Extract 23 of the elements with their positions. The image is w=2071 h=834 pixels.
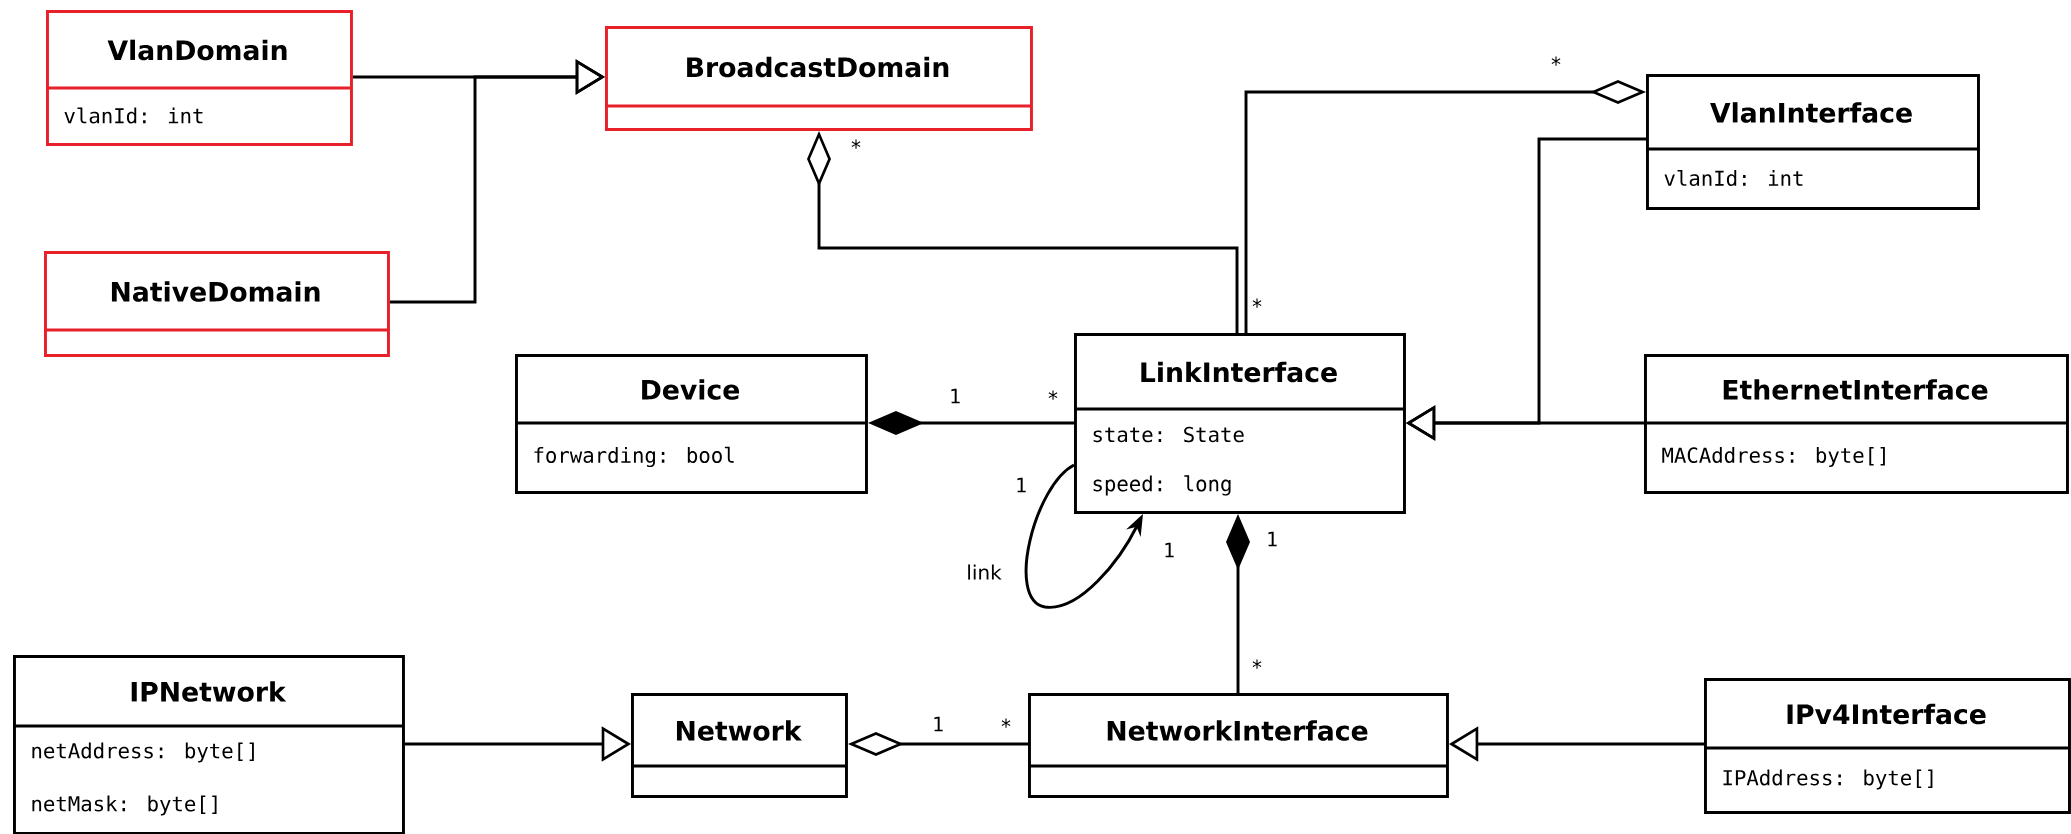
multiplicity: 1 — [934, 716, 943, 732]
multiplicity: 1 — [951, 388, 960, 404]
multiplicity: 1 — [1165, 542, 1174, 558]
multiplicity: * — [1001, 718, 1011, 728]
multiplicity: 1 — [1268, 531, 1277, 547]
multiplicity: * — [1048, 390, 1058, 400]
connector — [1024, 463, 1143, 609]
multiplicity: * — [1252, 659, 1262, 669]
class-box: NetworkInterface — [1028, 693, 1449, 798]
class-box: VlanInterface vlanId: int — [1646, 74, 1980, 210]
class-box: LinkInterface state: State speed: long — [1074, 333, 1406, 514]
class-box: VlanDomain vlanId: int — [46, 10, 353, 146]
class-box: BroadcastDomain — [605, 26, 1033, 131]
class-box: EthernetInterface MACAddress: byte[] — [1644, 354, 2069, 494]
class-box: Device forwarding: bool — [515, 354, 868, 494]
class-box: IPNetwork netAddress: byte[] netMask: byte[] — [13, 655, 405, 834]
multiplicity: 1 — [1017, 477, 1026, 493]
edge-label: link — [965, 563, 1004, 581]
multiplicity: * — [1252, 298, 1262, 308]
multiplicity: * — [1551, 56, 1561, 66]
class-box: IPv4Interface IPAddress: byte[] — [1704, 678, 2071, 814]
class-box: Network — [631, 693, 848, 798]
class-box: NativeDomain — [44, 251, 390, 357]
